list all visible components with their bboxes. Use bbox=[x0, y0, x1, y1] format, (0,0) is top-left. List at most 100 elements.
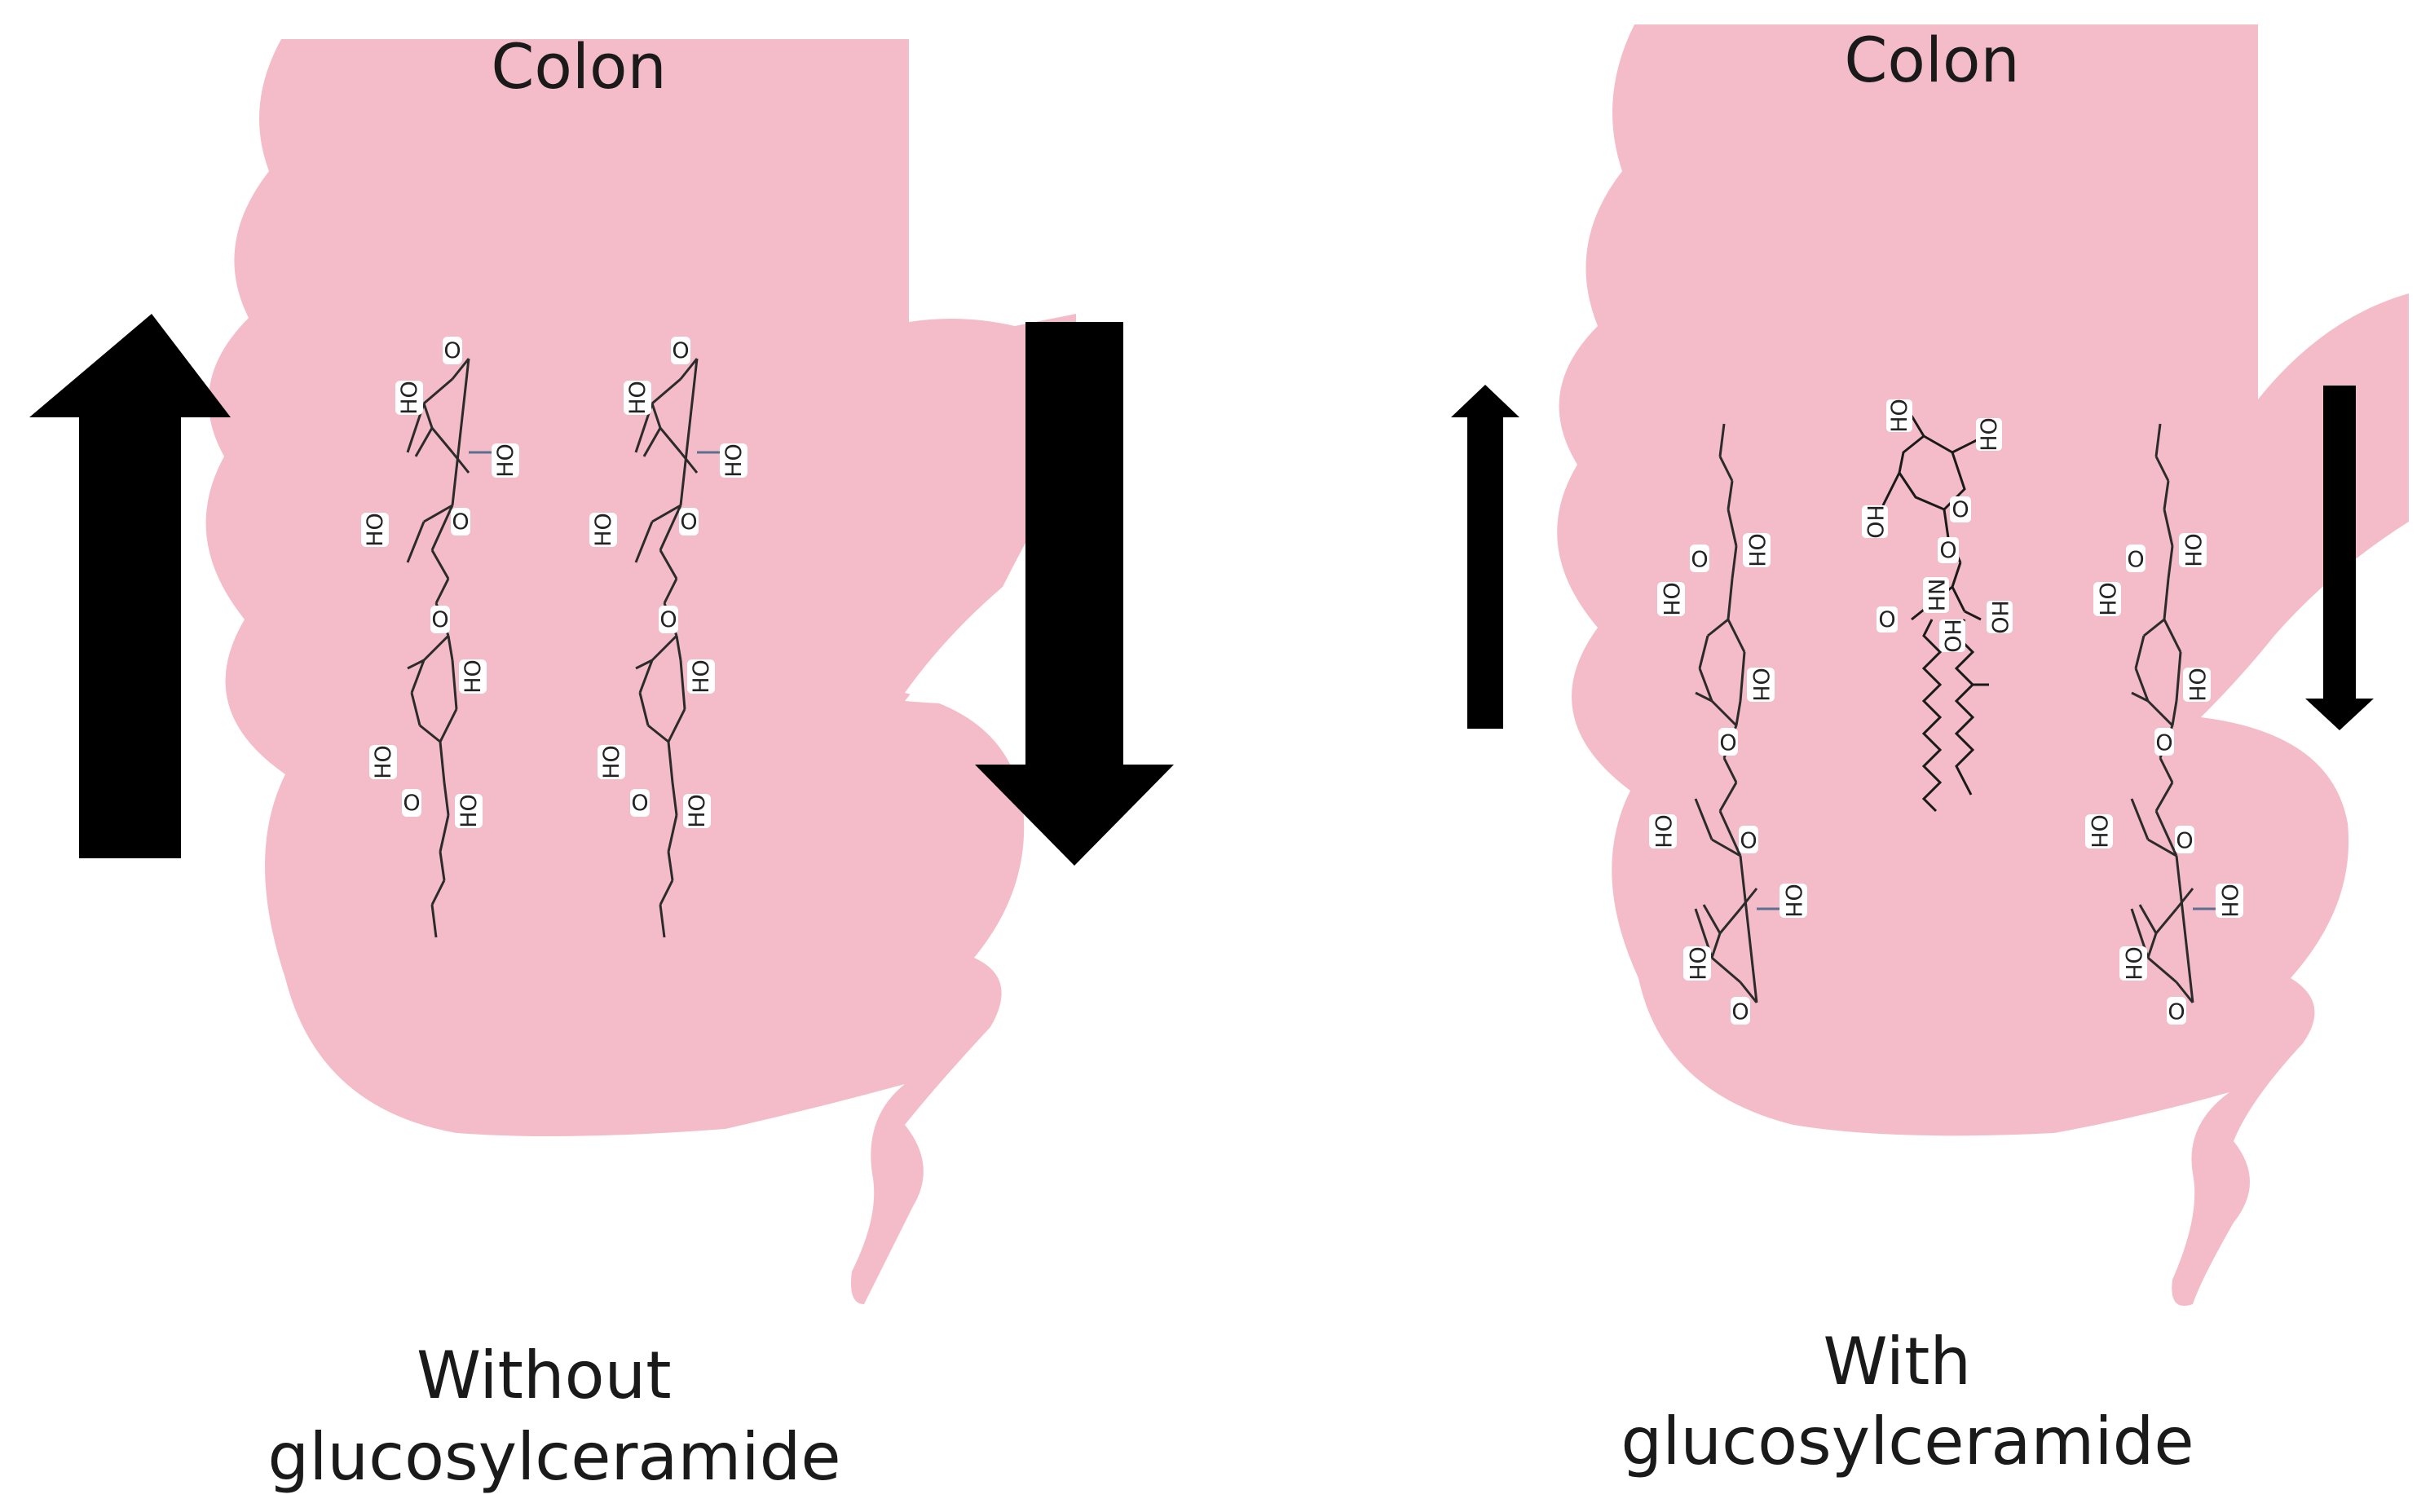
oxygen-label: O bbox=[1877, 606, 1898, 633]
svg-text:HO: HO bbox=[1862, 505, 1887, 539]
oxygen-label: O bbox=[671, 337, 690, 364]
svg-text:HO: HO bbox=[689, 659, 714, 694]
svg-text:HO: HO bbox=[2086, 814, 2111, 849]
svg-text:NH: NH bbox=[1923, 579, 1948, 612]
hydroxyl-label: HO bbox=[683, 794, 711, 828]
hydroxyl-label: HO bbox=[598, 745, 625, 779]
oxygen-label: O bbox=[630, 789, 650, 817]
hydroxyl-label: HO bbox=[1780, 884, 1807, 918]
svg-text:HO: HO bbox=[2180, 533, 2205, 567]
caption-line-2: glucosylceramide bbox=[267, 1419, 840, 1495]
oxygen-label: O bbox=[2126, 544, 2146, 572]
hydroxyl-label: HO bbox=[2179, 533, 2207, 567]
hydroxyl-label: HO bbox=[589, 513, 617, 547]
colon-shape-right bbox=[1557, 24, 2409, 1306]
hydroxyl-label: HO bbox=[2093, 582, 2121, 616]
svg-text:HO: HO bbox=[2184, 668, 2209, 702]
down-arrow-thin bbox=[2305, 386, 2374, 730]
amide-label: NH bbox=[1923, 577, 1949, 613]
hydroxyl-label: HO bbox=[455, 794, 483, 828]
svg-text:HO: HO bbox=[461, 659, 486, 694]
hydroxyl-label: HO bbox=[1743, 533, 1771, 567]
svg-text:HO: HO bbox=[721, 443, 747, 478]
hydroxyl-label: HO bbox=[1683, 946, 1711, 981]
svg-text:O: O bbox=[431, 607, 448, 633]
svg-text:HO: HO bbox=[371, 745, 396, 779]
oxygen-label: O bbox=[451, 508, 470, 536]
svg-text:HO: HO bbox=[2094, 582, 2119, 616]
oxygen-label: O bbox=[2167, 997, 2186, 1025]
panel-title-left: Colon bbox=[491, 30, 666, 103]
oxygen-label: O bbox=[1950, 496, 1971, 522]
svg-text:HO: HO bbox=[363, 513, 388, 547]
svg-text:O: O bbox=[2155, 729, 2172, 754]
svg-text:HO: HO bbox=[1684, 946, 1709, 981]
hydroxyl-label: HO bbox=[624, 381, 651, 415]
hydroxyl-label: HO bbox=[1657, 582, 1685, 616]
colon-notch-right bbox=[2201, 571, 2409, 717]
hydroxyl-label: HO bbox=[1987, 600, 2013, 634]
svg-text:HO: HO bbox=[456, 794, 482, 828]
svg-text:HO: HO bbox=[493, 443, 518, 478]
panel-caption-right: With glucosylceramide bbox=[1621, 1324, 2194, 1479]
hydroxyl-label: HO bbox=[2085, 814, 2113, 849]
hydroxyl-label: HO bbox=[459, 659, 487, 694]
oxygen-label: O bbox=[430, 606, 450, 633]
hydroxyl-label: HO bbox=[1862, 505, 1888, 539]
svg-text:HO: HO bbox=[1987, 600, 2012, 634]
hydroxyl-label: HO bbox=[1747, 668, 1775, 702]
hydroxyl-label: HO bbox=[395, 381, 423, 415]
svg-text:O: O bbox=[1951, 497, 1969, 522]
svg-text:O: O bbox=[2176, 827, 2193, 852]
oxygen-label: O bbox=[1938, 537, 1959, 563]
svg-text:HO: HO bbox=[599, 745, 624, 779]
svg-text:HO: HO bbox=[685, 794, 710, 828]
up-arrow-large bbox=[29, 314, 231, 858]
colon-shape-left bbox=[205, 39, 1077, 1304]
svg-text:HO: HO bbox=[1748, 668, 1773, 702]
svg-text:HO: HO bbox=[1977, 417, 2002, 452]
svg-text:HO: HO bbox=[1650, 814, 1675, 849]
svg-text:HO: HO bbox=[1744, 533, 1769, 567]
svg-text:HO: HO bbox=[1780, 884, 1806, 918]
hydroxyl-label: HO bbox=[1939, 619, 1965, 653]
svg-text:O: O bbox=[443, 338, 461, 364]
hydroxyl-label: HO bbox=[2216, 884, 2243, 918]
hydroxyl-label: HO bbox=[1649, 814, 1677, 849]
hydroxyl-label: HO bbox=[687, 659, 715, 694]
hydroxyl-label: HO bbox=[720, 443, 748, 478]
oxygen-label: O bbox=[2154, 728, 2174, 756]
svg-text:O: O bbox=[1719, 729, 1736, 754]
svg-text:HO: HO bbox=[625, 381, 650, 415]
oxygen-label: O bbox=[1718, 728, 1738, 756]
hydroxyl-label: HO bbox=[2183, 668, 2211, 702]
svg-text:O: O bbox=[1740, 827, 1757, 852]
svg-text:O: O bbox=[2127, 545, 2144, 571]
hydroxyl-label: HO bbox=[2119, 946, 2147, 981]
oxygen-label: O bbox=[1690, 544, 1709, 572]
svg-text:O: O bbox=[672, 338, 689, 364]
svg-text:O: O bbox=[1939, 538, 1956, 563]
up-arrow-thin bbox=[1451, 385, 1519, 729]
glucosylceramide-labels: HO HO HO O O NH bbox=[1862, 399, 2013, 653]
caption-line-2: glucosylceramide bbox=[1621, 1404, 2194, 1479]
svg-text:HO: HO bbox=[2120, 946, 2146, 981]
oxygen-label: O bbox=[443, 337, 462, 364]
svg-text:O: O bbox=[631, 791, 648, 816]
oxygen-label: O bbox=[2175, 826, 2194, 853]
svg-text:O: O bbox=[403, 791, 420, 816]
oxygen-label: O bbox=[1739, 826, 1758, 853]
hydroxyl-label: HO bbox=[361, 513, 389, 547]
oxygen-label: O bbox=[1731, 997, 1750, 1025]
svg-text:O: O bbox=[1691, 545, 1708, 571]
hydroxyl-label: HO bbox=[369, 745, 397, 779]
oxygen-label: O bbox=[679, 508, 699, 536]
svg-text:O: O bbox=[2168, 998, 2185, 1023]
svg-text:O: O bbox=[1731, 998, 1749, 1023]
svg-text:O: O bbox=[680, 509, 697, 535]
svg-text:O: O bbox=[659, 607, 677, 633]
